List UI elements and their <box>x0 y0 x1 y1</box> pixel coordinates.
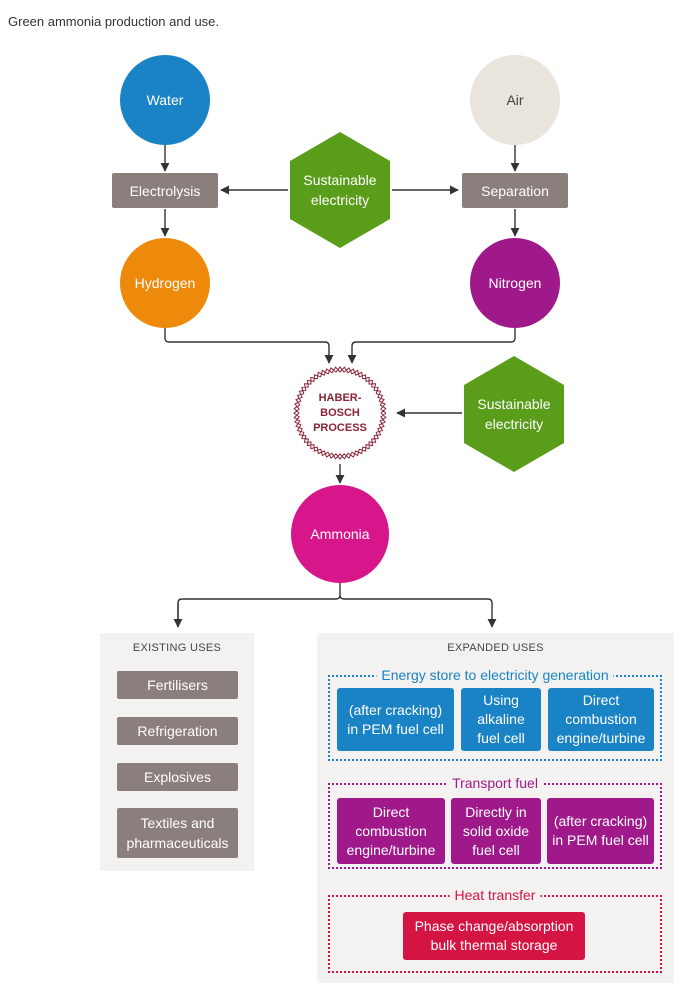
arrow-hydrogen-haber <box>164 328 334 364</box>
nitrogen-node: Nitrogen <box>470 238 560 328</box>
page-title: Green ammonia production and use. <box>8 14 220 29</box>
energy-store-card: (after cracking) in PEM fuel cell <box>337 688 454 751</box>
haber-bosch-label: HABER-BOSCH PROCESS <box>313 391 367 434</box>
existing-use-item: Explosives <box>117 763 238 791</box>
energy-store-label: Energy store to electricity generation <box>376 667 614 683</box>
haber-bosch-ring <box>293 366 387 460</box>
nitrogen-label: Nitrogen <box>488 275 542 291</box>
existing-use-item: Refrigeration <box>117 717 238 745</box>
transport-fuel-group: Transport fuel Direct combustion engine/… <box>328 775 662 869</box>
expanded-uses-heading: EXPANDED USES <box>447 642 544 654</box>
transport-fuel-card: Direct combustion engine/turbine <box>337 798 445 864</box>
sustainable-electricity-hexagon-mid: Sustainable electricity <box>464 356 564 472</box>
transport-fuel-card: Directly in solid oxide fuel cell <box>451 798 541 864</box>
transport-fuel-card: (after cracking) in PEM fuel cell <box>547 798 654 864</box>
water-label: Water <box>146 92 184 108</box>
air-label: Air <box>506 92 524 108</box>
sustainable-electricity-label: Sustainable electricity <box>303 172 377 208</box>
air-node: Air <box>470 55 560 145</box>
ammonia-node: Ammonia <box>291 485 389 583</box>
hydrogen-node: Hydrogen <box>120 238 210 328</box>
ammonia-label: Ammonia <box>310 526 370 542</box>
haber-bosch-process: HABER-BOSCH PROCESS <box>303 385 377 441</box>
electrolysis-label: Electrolysis <box>129 182 201 199</box>
energy-store-card: Using alkaline fuel cell <box>461 688 541 751</box>
water-node: Water <box>120 55 210 145</box>
arrow-nitrogen-haber <box>347 328 516 364</box>
hydrogen-label: Hydrogen <box>134 275 196 291</box>
energy-store-card: Direct combustion engine/turbine <box>548 688 654 751</box>
arrow-ammonia-uses <box>177 583 492 627</box>
existing-uses-panel: EXISTING USES Fertilisers Refrigeration … <box>100 633 254 871</box>
existing-use-item: Textiles and pharmaceuticals <box>117 808 238 858</box>
electrolysis-box: Electrolysis <box>112 173 218 208</box>
separation-label: Separation <box>481 182 549 199</box>
existing-use-item: Fertilisers <box>117 671 238 699</box>
heat-transfer-group: Heat transfer Phase change/absorption bu… <box>328 887 662 973</box>
transport-fuel-label: Transport fuel <box>447 775 543 791</box>
expanded-uses-panel: EXPANDED USES Energy store to electricit… <box>317 633 674 983</box>
sustainable-electricity-label-mid: Sustainable electricity <box>477 396 551 432</box>
separation-box: Separation <box>462 173 568 208</box>
heat-transfer-card: Phase change/absorption bulk thermal sto… <box>403 912 585 960</box>
heat-transfer-label: Heat transfer <box>449 887 541 903</box>
existing-uses-heading: EXISTING USES <box>132 642 222 654</box>
energy-store-group: Energy store to electricity generation (… <box>328 667 662 761</box>
